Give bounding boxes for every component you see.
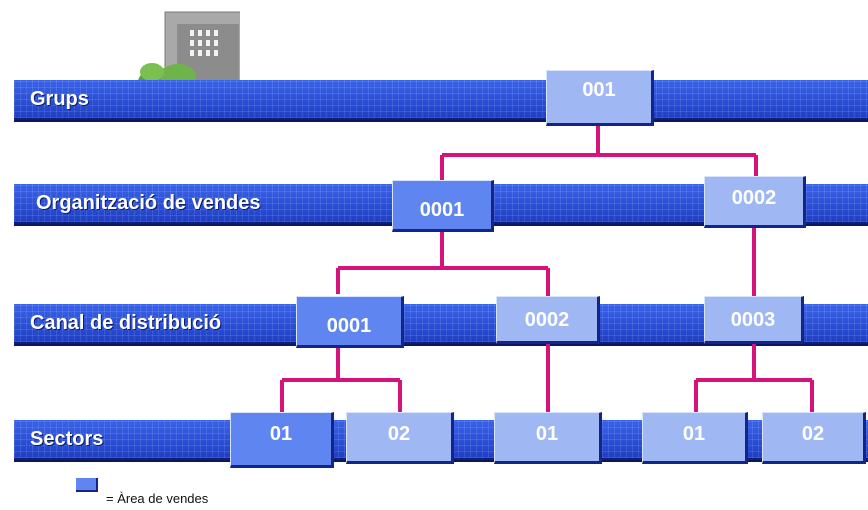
connector-canal3-sectors (694, 344, 814, 412)
connector-grup-org (440, 126, 758, 180)
legend-text: = Àrea de vendes (106, 491, 209, 506)
level-label-canal: Canal de distribució (30, 312, 222, 334)
node-canal-0003: 0003 (704, 296, 804, 344)
connector-org-canal (336, 230, 550, 296)
legend-swatch (76, 478, 98, 492)
level-label-sectors: Sectors (30, 428, 104, 450)
node-org-0002: 0002 (704, 176, 806, 228)
node-sector-01-a: 01 (230, 412, 334, 468)
level-label-grups: Grups (30, 88, 89, 110)
node-sector-02-e: 02 (762, 412, 866, 464)
node-grup-001: 001 (546, 70, 654, 126)
connector-canal-sectors (280, 348, 402, 412)
node-canal-0001: 0001 (296, 296, 404, 348)
node-sector-02-b: 02 (346, 412, 454, 464)
node-org-0001: 0001 (392, 180, 494, 232)
node-sector-01-d: 01 (642, 412, 748, 464)
node-sector-01-c: 01 (494, 412, 602, 464)
level-band-grups: Grups (14, 80, 868, 120)
level-label-organitzacio: Organització de vendes (36, 192, 261, 214)
node-canal-0002: 0002 (496, 296, 600, 344)
